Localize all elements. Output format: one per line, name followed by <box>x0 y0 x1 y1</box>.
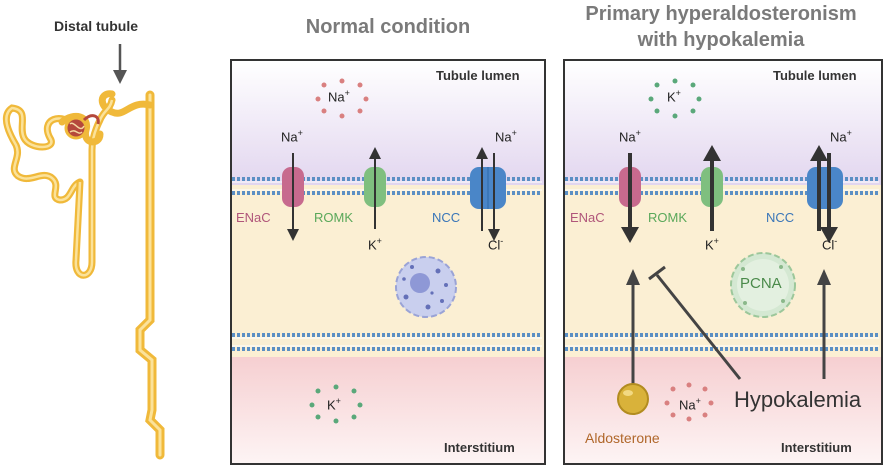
disease-panel-title-line2: with hypokalemia <box>637 29 805 51</box>
disease-ncc-cl-label: Cl- <box>822 236 838 253</box>
normal-ncc-cl-label: Cl- <box>488 236 504 253</box>
interstitium-na-cluster <box>664 382 714 422</box>
normal-panel-title: Normal condition <box>305 16 471 38</box>
hypokalemia-label: Hypokalemia <box>734 387 862 412</box>
disease-interstitium-label: Interstitium <box>781 440 852 455</box>
pcna-nucleus <box>730 252 796 318</box>
lumen-na-cluster <box>315 78 369 119</box>
normal-panel-art <box>232 78 542 424</box>
disease-romk-k-label: K+ <box>705 236 719 253</box>
disease-lumen-label: Tubule lumen <box>773 68 857 83</box>
cell-nucleus <box>395 256 457 318</box>
normal-lumen-label: Tubule lumen <box>436 68 520 83</box>
normal-lumen-ion: Na+ <box>328 88 350 105</box>
hypokalemia-inhibition-line <box>655 274 742 380</box>
afferent-arteriole <box>82 114 100 125</box>
aldosterone-label: Aldosterone <box>585 430 660 446</box>
disease-ncc-label: NCC <box>766 210 795 225</box>
disease-lumen-ion: K+ <box>667 88 681 105</box>
disease-panel <box>563 59 883 465</box>
aldosterone-molecule <box>617 383 649 415</box>
disease-enac-na-label: Na+ <box>619 128 641 145</box>
disease-interstitium-ion: Na+ <box>679 396 701 413</box>
distal-tubule-arrowhead <box>113 70 127 84</box>
inhibition-bar <box>648 265 666 281</box>
normal-panel <box>230 59 546 465</box>
normal-interstitium-label: Interstitium <box>444 440 515 455</box>
interstitium-region <box>232 357 544 463</box>
interstitium-k-cluster <box>309 384 363 424</box>
normal-romk-label: ROMK <box>314 210 353 225</box>
normal-ncc-label: NCC <box>432 210 461 225</box>
normal-enac-na-label: Na+ <box>281 128 303 145</box>
nephron-illustration <box>2 44 165 460</box>
disease-panel-art <box>565 78 879 422</box>
pcna-label: PCNA <box>740 275 782 292</box>
distal-convoluted-tubule <box>98 90 154 117</box>
normal-interstitium-ion: K+ <box>327 396 341 413</box>
disease-panel-title-line1: Primary hyperaldosteronism <box>585 3 857 25</box>
normal-enac-label: ENaC <box>236 210 271 225</box>
distal-tubule-label: Distal tubule <box>54 18 139 34</box>
interstitium-region <box>565 357 881 463</box>
lumen-k-cluster <box>648 78 702 119</box>
disease-romk-label: ROMK <box>648 210 687 225</box>
normal-romk-k-label: K+ <box>368 236 382 253</box>
lumen-region <box>232 61 544 185</box>
disease-ncc-na-label: Na+ <box>830 128 852 145</box>
basolateral-membrane <box>232 333 542 351</box>
basolateral-membrane <box>565 333 879 351</box>
ncc-channel <box>807 167 843 209</box>
disease-enac-label: ENaC <box>570 210 605 225</box>
normal-ncc-na-label: Na+ <box>495 128 517 145</box>
